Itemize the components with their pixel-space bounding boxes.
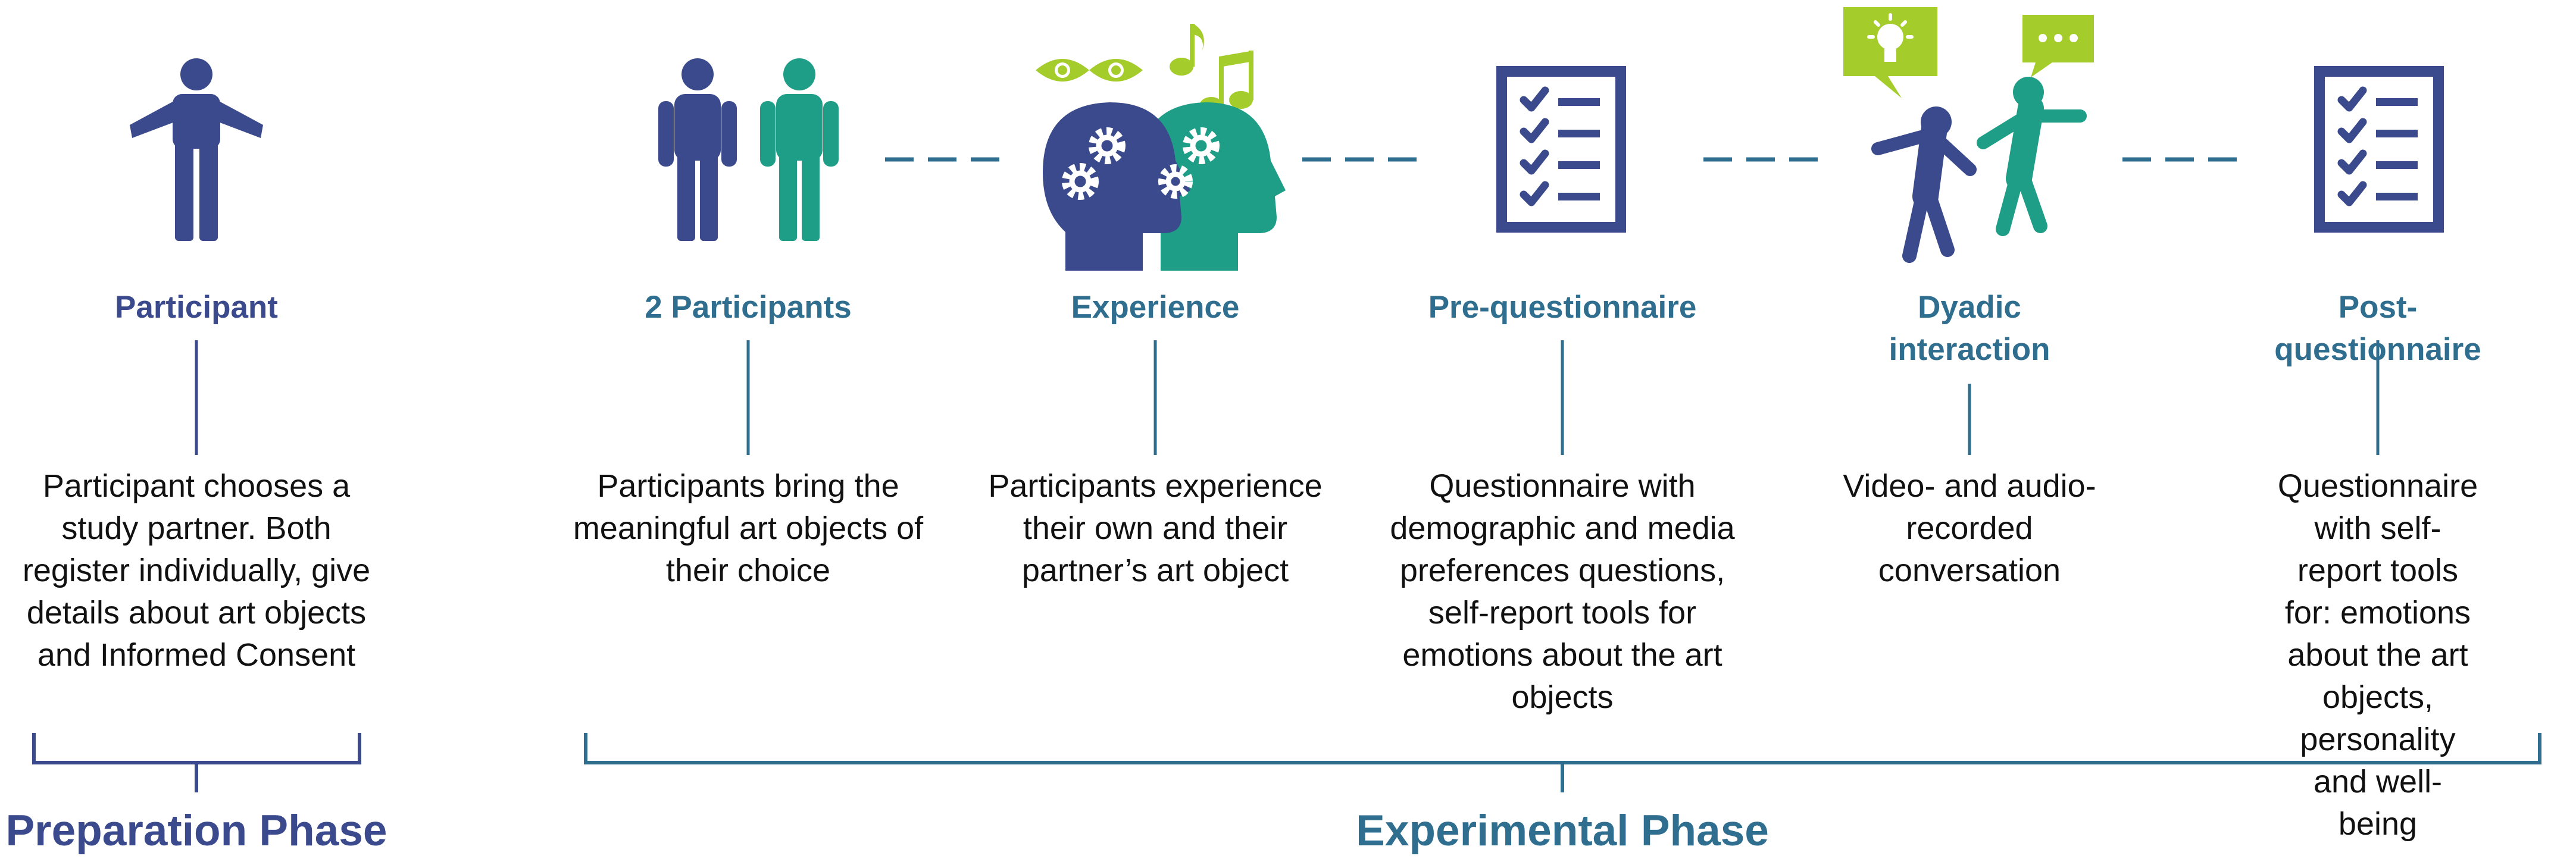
stage-stem [195, 340, 2380, 455]
stage-description-pre-questionnaire: Questionnaire with demographic and media… [1390, 468, 1735, 715]
eyes-icon [1036, 59, 1143, 82]
single-person-icon [130, 58, 263, 241]
lightbulb-bubble-icon [1843, 7, 1937, 98]
phase-label-experimental: Experimental Phase [1356, 807, 1769, 855]
stage-title-post-questionnaire: Post-questionnaire [2274, 290, 2481, 367]
checklist-icon [2314, 66, 2444, 233]
two-people-icon [658, 58, 839, 241]
stage-description-dyadic-interaction: Video- and audio- recorded conversation [1843, 468, 2096, 588]
conversation-icon [1843, 7, 2094, 263]
experimental-phase-bracket [584, 733, 2541, 792]
preparation-phase-bracket [32, 733, 361, 792]
head-navy [1043, 102, 1190, 271]
heads-gears-music-icon [1036, 24, 1286, 271]
checklist-icon [1496, 66, 1626, 233]
stage-description-two-participants: Participants bring the meaningful art ob… [573, 468, 924, 588]
music-notes-icon [1170, 24, 1253, 115]
stage-title-participant: Participant [115, 290, 278, 325]
stage-description-participant: Participant chooses a study partner. Bot… [22, 468, 371, 673]
stage-title-dyadic-interaction: Dyadic interaction [1889, 290, 2050, 367]
phase-label-preparation: Preparation Phase [5, 807, 387, 855]
chat-bubble-icon [2022, 15, 2094, 77]
stage-title-pre-questionnaire: Pre-questionnaire [1428, 290, 1697, 325]
stage-title-two-participants: 2 Participants [645, 290, 852, 325]
stage-title-experience: Experience [1071, 290, 1240, 325]
stage-description-post-questionnaire: Questionnaire with self- report tools fo… [2277, 468, 2478, 842]
stage-description-experience: Participants experience their own and th… [988, 468, 1323, 588]
